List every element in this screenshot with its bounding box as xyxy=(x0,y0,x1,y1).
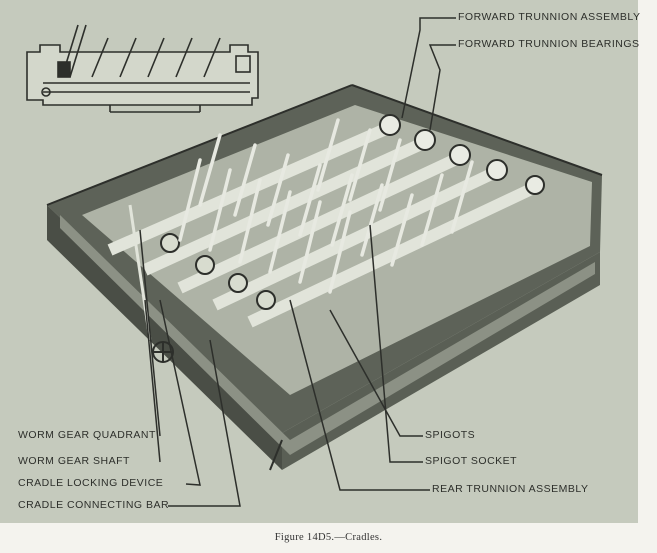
label-worm-gear-quadrant: WORM GEAR QUADRANT xyxy=(18,429,156,441)
label-forward-trunnion-assembly: FORWARD TRUNNION ASSEMBLY xyxy=(458,11,641,23)
label-forward-trunnion-bearings: FORWARD TRUNNION BEARINGS xyxy=(458,38,640,50)
label-rear-trunnion-assembly: REAR TRUNNION ASSEMBLY xyxy=(432,483,589,495)
cradle-assembly-drawing xyxy=(46,84,603,471)
inset-side-view-diagram xyxy=(26,24,259,113)
spigots xyxy=(178,118,474,294)
figure-caption: Figure 14D5.—Cradles. xyxy=(274,532,383,543)
label-spigots: SPIGOTS xyxy=(425,429,476,441)
label-cradle-connecting-bar: CRADLE CONNECTING BAR xyxy=(18,499,170,511)
label-worm-gear-shaft: WORM GEAR SHAFT xyxy=(18,455,130,467)
caption-band xyxy=(0,523,657,553)
label-cradle-locking-device: CRADLE LOCKING DEVICE xyxy=(18,477,164,489)
leader-lines xyxy=(139,17,456,507)
page-margin xyxy=(638,0,657,553)
rear-trunnions xyxy=(160,233,276,310)
forward-trunnions xyxy=(379,114,545,195)
label-spigot-socket: SPIGOT SOCKET xyxy=(425,455,518,467)
